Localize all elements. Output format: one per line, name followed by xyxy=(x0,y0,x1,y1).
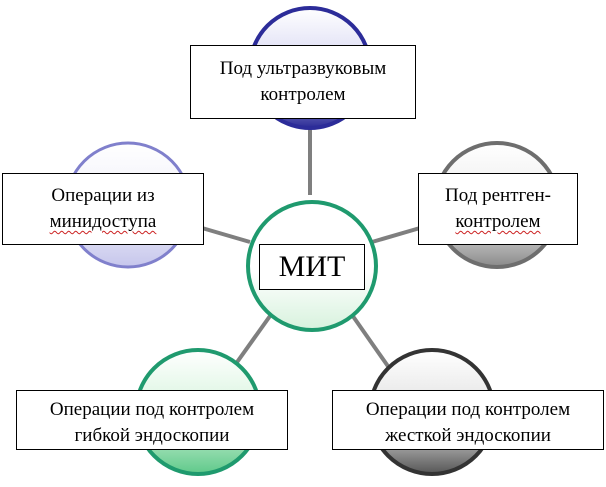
center-box-mit: МИТ xyxy=(259,244,365,290)
node-box-ultrasound-line1: Под ультразвуковым xyxy=(219,58,387,79)
node-box-mini-access-line2: минидоступа xyxy=(49,211,157,232)
connector-right xyxy=(371,226,421,244)
node-box-mini-access: Операции из минидоступа xyxy=(2,173,204,245)
node-box-xray-line2: контролем xyxy=(455,211,541,232)
node-box-rigid-endoscopy: Операции под контролем жесткой эндоскопии xyxy=(332,390,604,450)
node-box-xray: Под рентген-контролем xyxy=(418,173,578,245)
connector-left xyxy=(201,226,251,244)
center-label: МИТ xyxy=(278,250,346,283)
node-box-xray-line1: Под рентген- xyxy=(445,185,551,206)
node-box-rigid-endoscopy-line1: Операции под контролем xyxy=(365,399,571,420)
node-box-flexible-endoscopy: Операции под контролем гибкой эндоскопии xyxy=(16,390,288,450)
node-box-flexible-endoscopy-line2: гибкой эндоскопии xyxy=(74,425,230,446)
node-box-mini-access-line1: Операции из xyxy=(51,185,155,206)
node-box-ultrasound: Под ультразвуковым контролем xyxy=(190,45,416,119)
node-box-flexible-endoscopy-line1: Операции под контролем xyxy=(49,399,255,420)
connector-bottom-right xyxy=(348,310,394,374)
node-box-ultrasound-line2: контролем xyxy=(260,84,346,105)
node-box-rigid-endoscopy-line2: жесткой эндоскопии xyxy=(385,425,551,446)
